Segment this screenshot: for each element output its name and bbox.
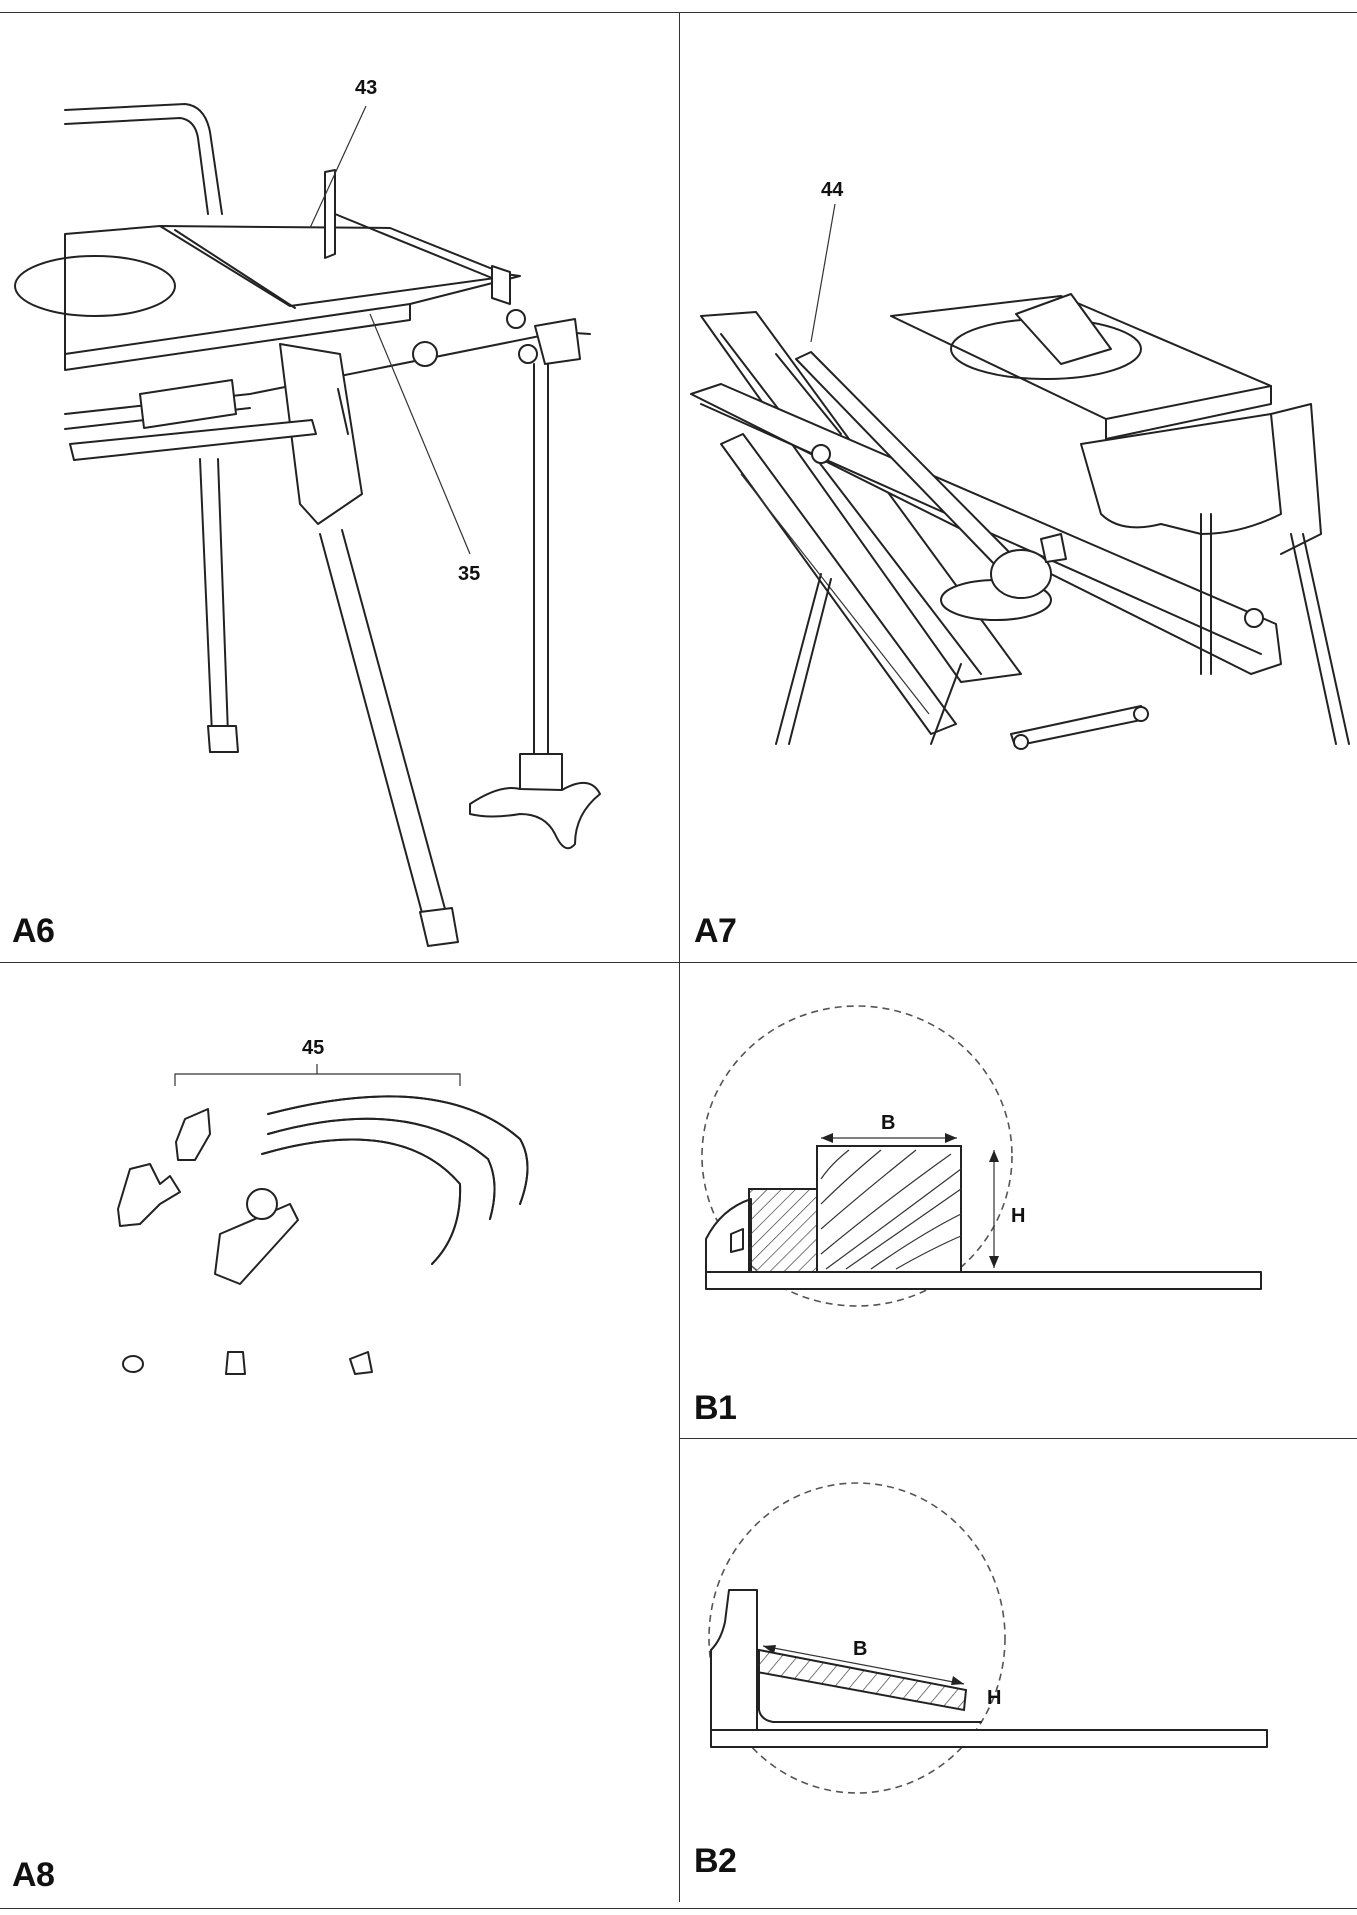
- b2-illustration: B H: [708, 1482, 1268, 1794]
- figure-a7: 44 A7: [681, 14, 1357, 960]
- a7-illustration: 44: [690, 179, 1350, 750]
- bottom-rule: [0, 1908, 1357, 1909]
- a6-callout-35: 35: [458, 563, 480, 585]
- b-section-rule: [679, 1438, 1357, 1439]
- a8-illustration: 45: [117, 1037, 529, 1375]
- figure-label-a7: A7: [694, 912, 737, 950]
- figure-label-b1: B1: [694, 1389, 737, 1427]
- top-rule: [0, 12, 1357, 13]
- middle-rule: [0, 962, 1357, 963]
- a6-callout-43: 43: [355, 77, 377, 99]
- figure-b1: B H B1: [681, 964, 1357, 1436]
- b2-height-label: H: [987, 1687, 1001, 1709]
- a7-callout-44: 44: [821, 179, 844, 201]
- figure-b2: B H B2: [681, 1440, 1357, 1906]
- a6-illustration: 43 35: [14, 77, 601, 947]
- b2-width-label: B: [853, 1638, 867, 1660]
- figure-label-a8: A8: [12, 1856, 55, 1894]
- figure-label-a6: A6: [12, 912, 55, 950]
- figure-a8: 45 A8: [0, 964, 678, 1906]
- b1-illustration: B H: [701, 1005, 1262, 1307]
- figure-label-b2: B2: [694, 1842, 737, 1880]
- a8-callout-45: 45: [302, 1037, 324, 1059]
- b1-height-label: H: [1011, 1205, 1025, 1227]
- figure-a6: 43 35 A6: [0, 14, 678, 960]
- center-divider: [679, 12, 680, 1902]
- b1-width-label: B: [881, 1112, 895, 1134]
